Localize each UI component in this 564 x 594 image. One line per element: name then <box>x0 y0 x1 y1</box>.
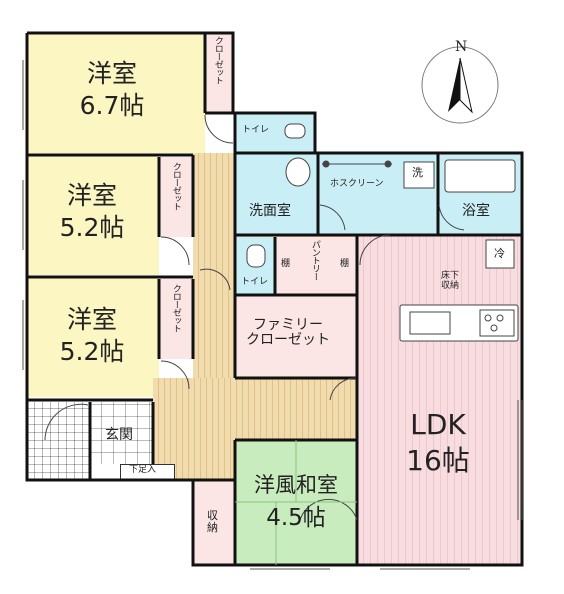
japanese-room-size: 4.5帖 <box>266 505 326 531</box>
closet-2-label: クローゼット <box>170 162 181 210</box>
western-room-3-name: 洋室 <box>66 305 117 334</box>
washer-label: 洗 <box>412 166 423 179</box>
fridge-label: 冷 <box>494 247 505 260</box>
japanese-room-name: 洋風和室 <box>254 473 338 497</box>
entrance-label: 玄関 <box>105 427 133 443</box>
hallway-horizontal <box>153 378 358 440</box>
ldk-size: 16帖 <box>406 444 470 477</box>
compass-north-label: N <box>455 39 468 55</box>
western-room-2-size: 5.2帖 <box>59 213 125 242</box>
western-room-1-name: 洋室 <box>86 59 137 88</box>
shoe-box-label: 下足入 <box>129 465 157 475</box>
toilet-lower-label: トイレ <box>241 277 269 287</box>
pantry-label: パントリー <box>309 240 320 280</box>
hallway-vertical <box>193 153 235 397</box>
bathroom <box>438 153 522 235</box>
ldk <box>357 235 522 565</box>
bathroom-label: 浴室 <box>462 203 490 219</box>
toilet-upper-label: トイレ <box>242 125 270 135</box>
hose-screen-label: ホスクリーン <box>330 179 384 189</box>
washroom-label: 洗面室 <box>249 203 291 219</box>
underfloor-storage-label: 床下 収納 <box>441 271 460 291</box>
shelf-left-label: 棚 <box>281 259 291 269</box>
storage-label: 収 納 <box>207 509 218 535</box>
north-arrow-icon <box>421 46 499 124</box>
ldk-name: LDK <box>410 408 466 441</box>
porch <box>27 402 90 480</box>
washroom <box>235 153 318 235</box>
shelf-right-label: 棚 <box>340 259 350 269</box>
family-closet-label: ファミリー クローゼット <box>246 317 330 349</box>
western-room-1-size: 6.7帖 <box>79 91 145 120</box>
japanese-room <box>235 440 357 565</box>
closet-1-label: クローゼット <box>212 36 223 84</box>
western-room-2-name: 洋室 <box>66 181 117 210</box>
western-room-3-size: 5.2帖 <box>59 337 125 366</box>
closet-3-label: クローゼット <box>170 284 181 332</box>
